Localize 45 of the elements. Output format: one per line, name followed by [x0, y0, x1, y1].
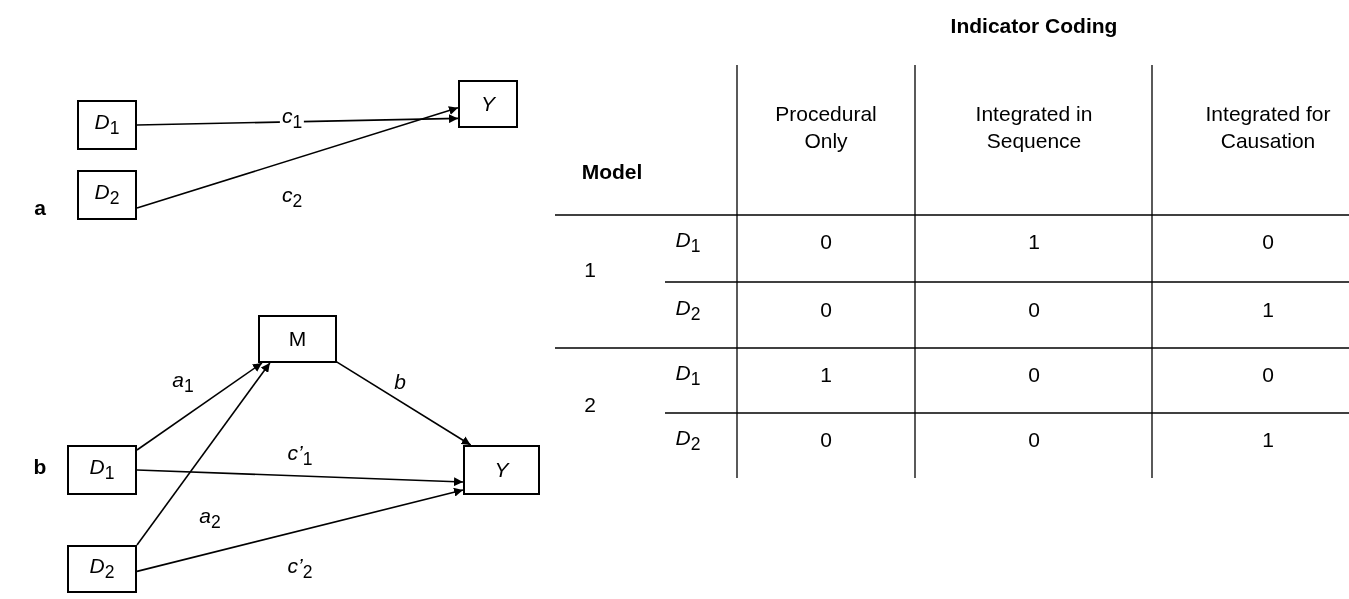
panel-letter: b: [33, 454, 47, 481]
variable-label: Y: [481, 92, 495, 116]
table-cell-text: D$_{2}$: [675, 425, 701, 456]
variable-box: [67, 445, 137, 495]
arrow: [136, 362, 263, 451]
table-cell-text: 0: [1262, 229, 1274, 256]
column-header: Integrated for Causation: [1204, 100, 1332, 154]
variable-box: [67, 545, 137, 593]
variable-box: [258, 315, 337, 363]
table-cell-text: D$_{1}$: [675, 227, 701, 258]
variable-label: M: [288, 327, 307, 351]
arrow: [136, 114, 459, 126]
table-cell-text: 2: [584, 392, 596, 419]
variable-box: [77, 100, 137, 150]
variable-box: [463, 445, 540, 495]
panel-letter: a: [34, 195, 46, 222]
variable-label: D$_{2}$: [94, 180, 120, 210]
table-cell-text: 1: [1262, 297, 1274, 324]
arrow: [136, 469, 464, 487]
variable-label: D$_{2}$: [89, 554, 115, 584]
variable-box: [77, 170, 137, 220]
table-cell-text: 0: [1262, 362, 1274, 389]
table-cell-text: 0: [1028, 427, 1040, 454]
table-cell-text: 0: [820, 427, 832, 454]
column-header: Integrated in Sequence: [974, 100, 1094, 154]
table-cell-text: 1: [1028, 229, 1040, 256]
arrow: [136, 487, 464, 573]
table-title: Indicator Coding: [950, 13, 1118, 40]
table-cell-text: 1: [584, 257, 596, 284]
column-header: Model: [581, 159, 643, 186]
variable-box: [458, 80, 518, 128]
variable-label: D$_{1}$: [94, 110, 120, 140]
table-cell-text: 0: [1028, 362, 1040, 389]
table-cell-text: D$_{1}$: [675, 360, 701, 391]
arrow: [136, 106, 459, 209]
variable-label: Y: [494, 458, 509, 482]
column-header: Procedural Only: [774, 100, 878, 154]
table-cell-text: 0: [820, 297, 832, 324]
table-cell-text: D$_{2}$: [675, 295, 701, 326]
table-cell-text: 0: [1028, 297, 1040, 324]
table-cell-text: 1: [1262, 427, 1274, 454]
table-cell-text: 0: [820, 229, 832, 256]
arrow: [136, 362, 271, 546]
variable-label: D$_{1}$: [89, 455, 115, 485]
table-cell-text: 1: [820, 362, 832, 389]
